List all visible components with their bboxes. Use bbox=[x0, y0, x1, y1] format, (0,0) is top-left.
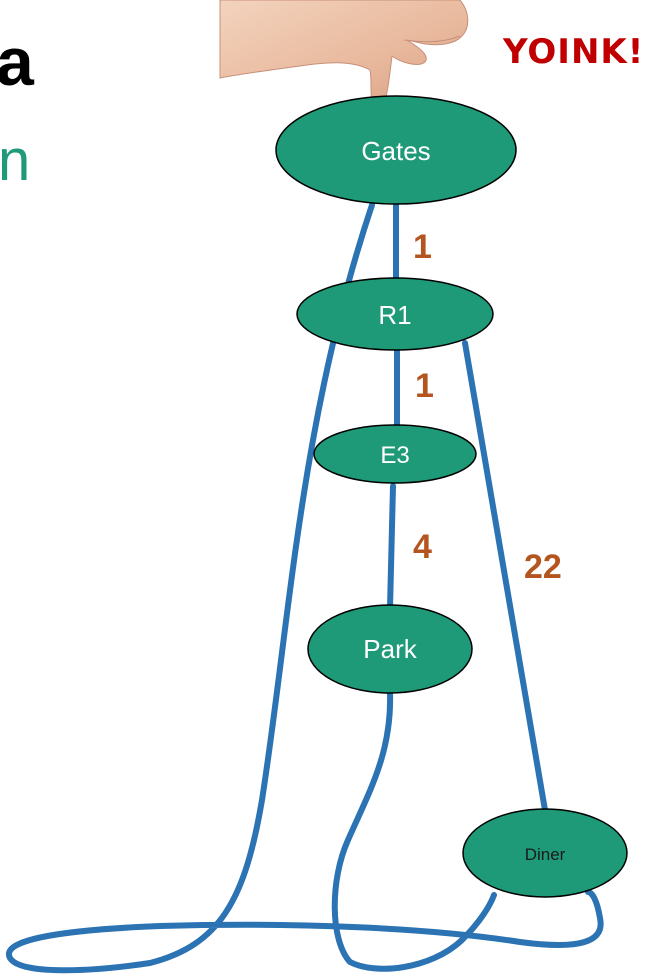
node-diner bbox=[462, 808, 628, 898]
title-fragment-green: n bbox=[0, 128, 31, 193]
node-label-park: Park bbox=[363, 634, 417, 664]
edges bbox=[6, 202, 604, 974]
edge-r1-diner bbox=[462, 340, 548, 813]
title-fragment-bold: a bbox=[0, 24, 34, 100]
edge-gates-diner bbox=[6, 202, 604, 974]
edge-park-diner bbox=[331, 689, 497, 972]
node-e3 bbox=[313, 424, 477, 484]
node-park bbox=[307, 604, 473, 694]
node-label-gates: Gates bbox=[361, 136, 430, 166]
edge-e3-park bbox=[387, 483, 396, 611]
node-r1 bbox=[296, 277, 494, 351]
node-label-e3: E3 bbox=[380, 442, 409, 469]
weight-e3-park: 4 bbox=[413, 528, 432, 566]
weight-gates-r1: 1 bbox=[413, 228, 432, 266]
node-label-diner: Diner bbox=[525, 845, 566, 864]
hand-illustration bbox=[219, 0, 469, 109]
node-gates bbox=[275, 95, 517, 205]
weight-r1-e3: 1 bbox=[415, 367, 434, 405]
node-label-r1: R1 bbox=[378, 300, 411, 330]
yoink-exclamation: YOINK! bbox=[503, 32, 645, 72]
nodes bbox=[275, 95, 628, 898]
weight-r1-diner: 22 bbox=[524, 548, 562, 586]
